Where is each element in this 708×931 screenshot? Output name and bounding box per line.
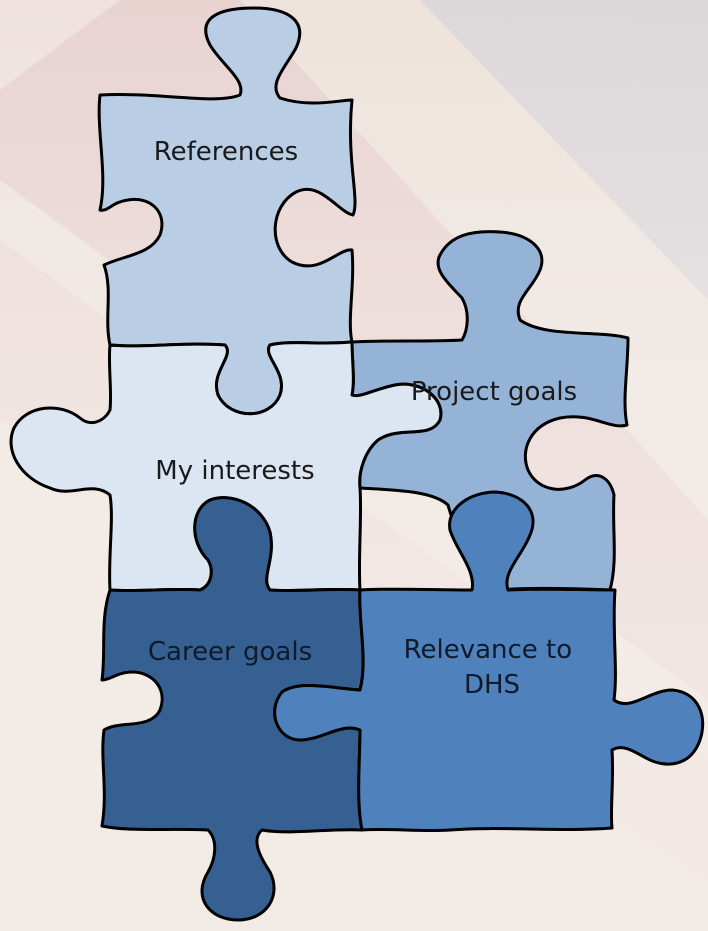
piece-relevance [273,490,705,833]
label-references-line-1: References [154,137,298,167]
label-relevance: Relevance to DHS [404,635,581,700]
label-my-interests: My interests [155,456,314,486]
label-references: References [154,137,298,167]
label-my-interests-line-1: My interests [155,456,314,486]
label-relevance-line-1: Relevance to [404,635,573,665]
label-project-goals-line-1: Project goals [411,377,577,407]
piece-references [97,6,357,416]
label-project-goals: Project goals [411,377,577,407]
label-relevance-line-2: DHS [464,670,520,700]
label-career-goals: Career goals [148,637,312,667]
label-career-goals-line-1: Career goals [148,637,312,667]
